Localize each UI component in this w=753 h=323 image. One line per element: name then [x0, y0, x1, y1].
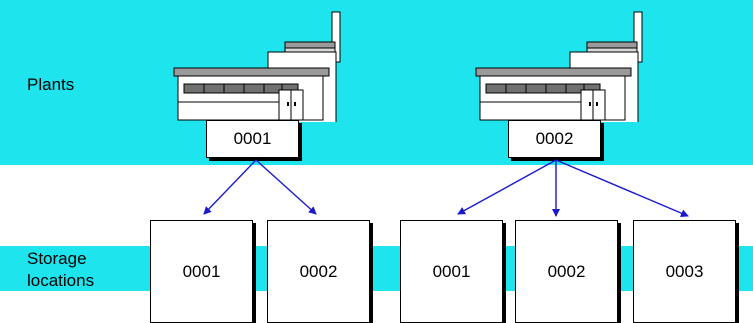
- plants-row-label: Plants: [27, 75, 75, 94]
- storage-location-box: 0001: [400, 220, 503, 323]
- storage-row-label: Storage locations: [27, 248, 94, 292]
- storage-location-box: 0001: [150, 220, 253, 323]
- storage-location-box: 0002: [267, 220, 370, 323]
- factory-icon: [173, 11, 341, 122]
- factory-icon: [475, 11, 643, 122]
- plant-box: 0002: [508, 120, 601, 158]
- arrow-plant2-sloc3: [555, 159, 689, 217]
- storage-location-box: 0002: [515, 220, 618, 323]
- storage-band: [0, 246, 753, 291]
- arrow-plant2-sloc1: [457, 159, 557, 215]
- plant-box: 0001: [206, 120, 299, 158]
- storage-label-line2: locations: [27, 271, 95, 290]
- storage-label-line1: Storage: [27, 249, 87, 268]
- arrow-plant1-sloc2: [255, 159, 317, 215]
- arrow-plant1-sloc1: [203, 159, 257, 215]
- storage-location-box: 0003: [633, 220, 736, 323]
